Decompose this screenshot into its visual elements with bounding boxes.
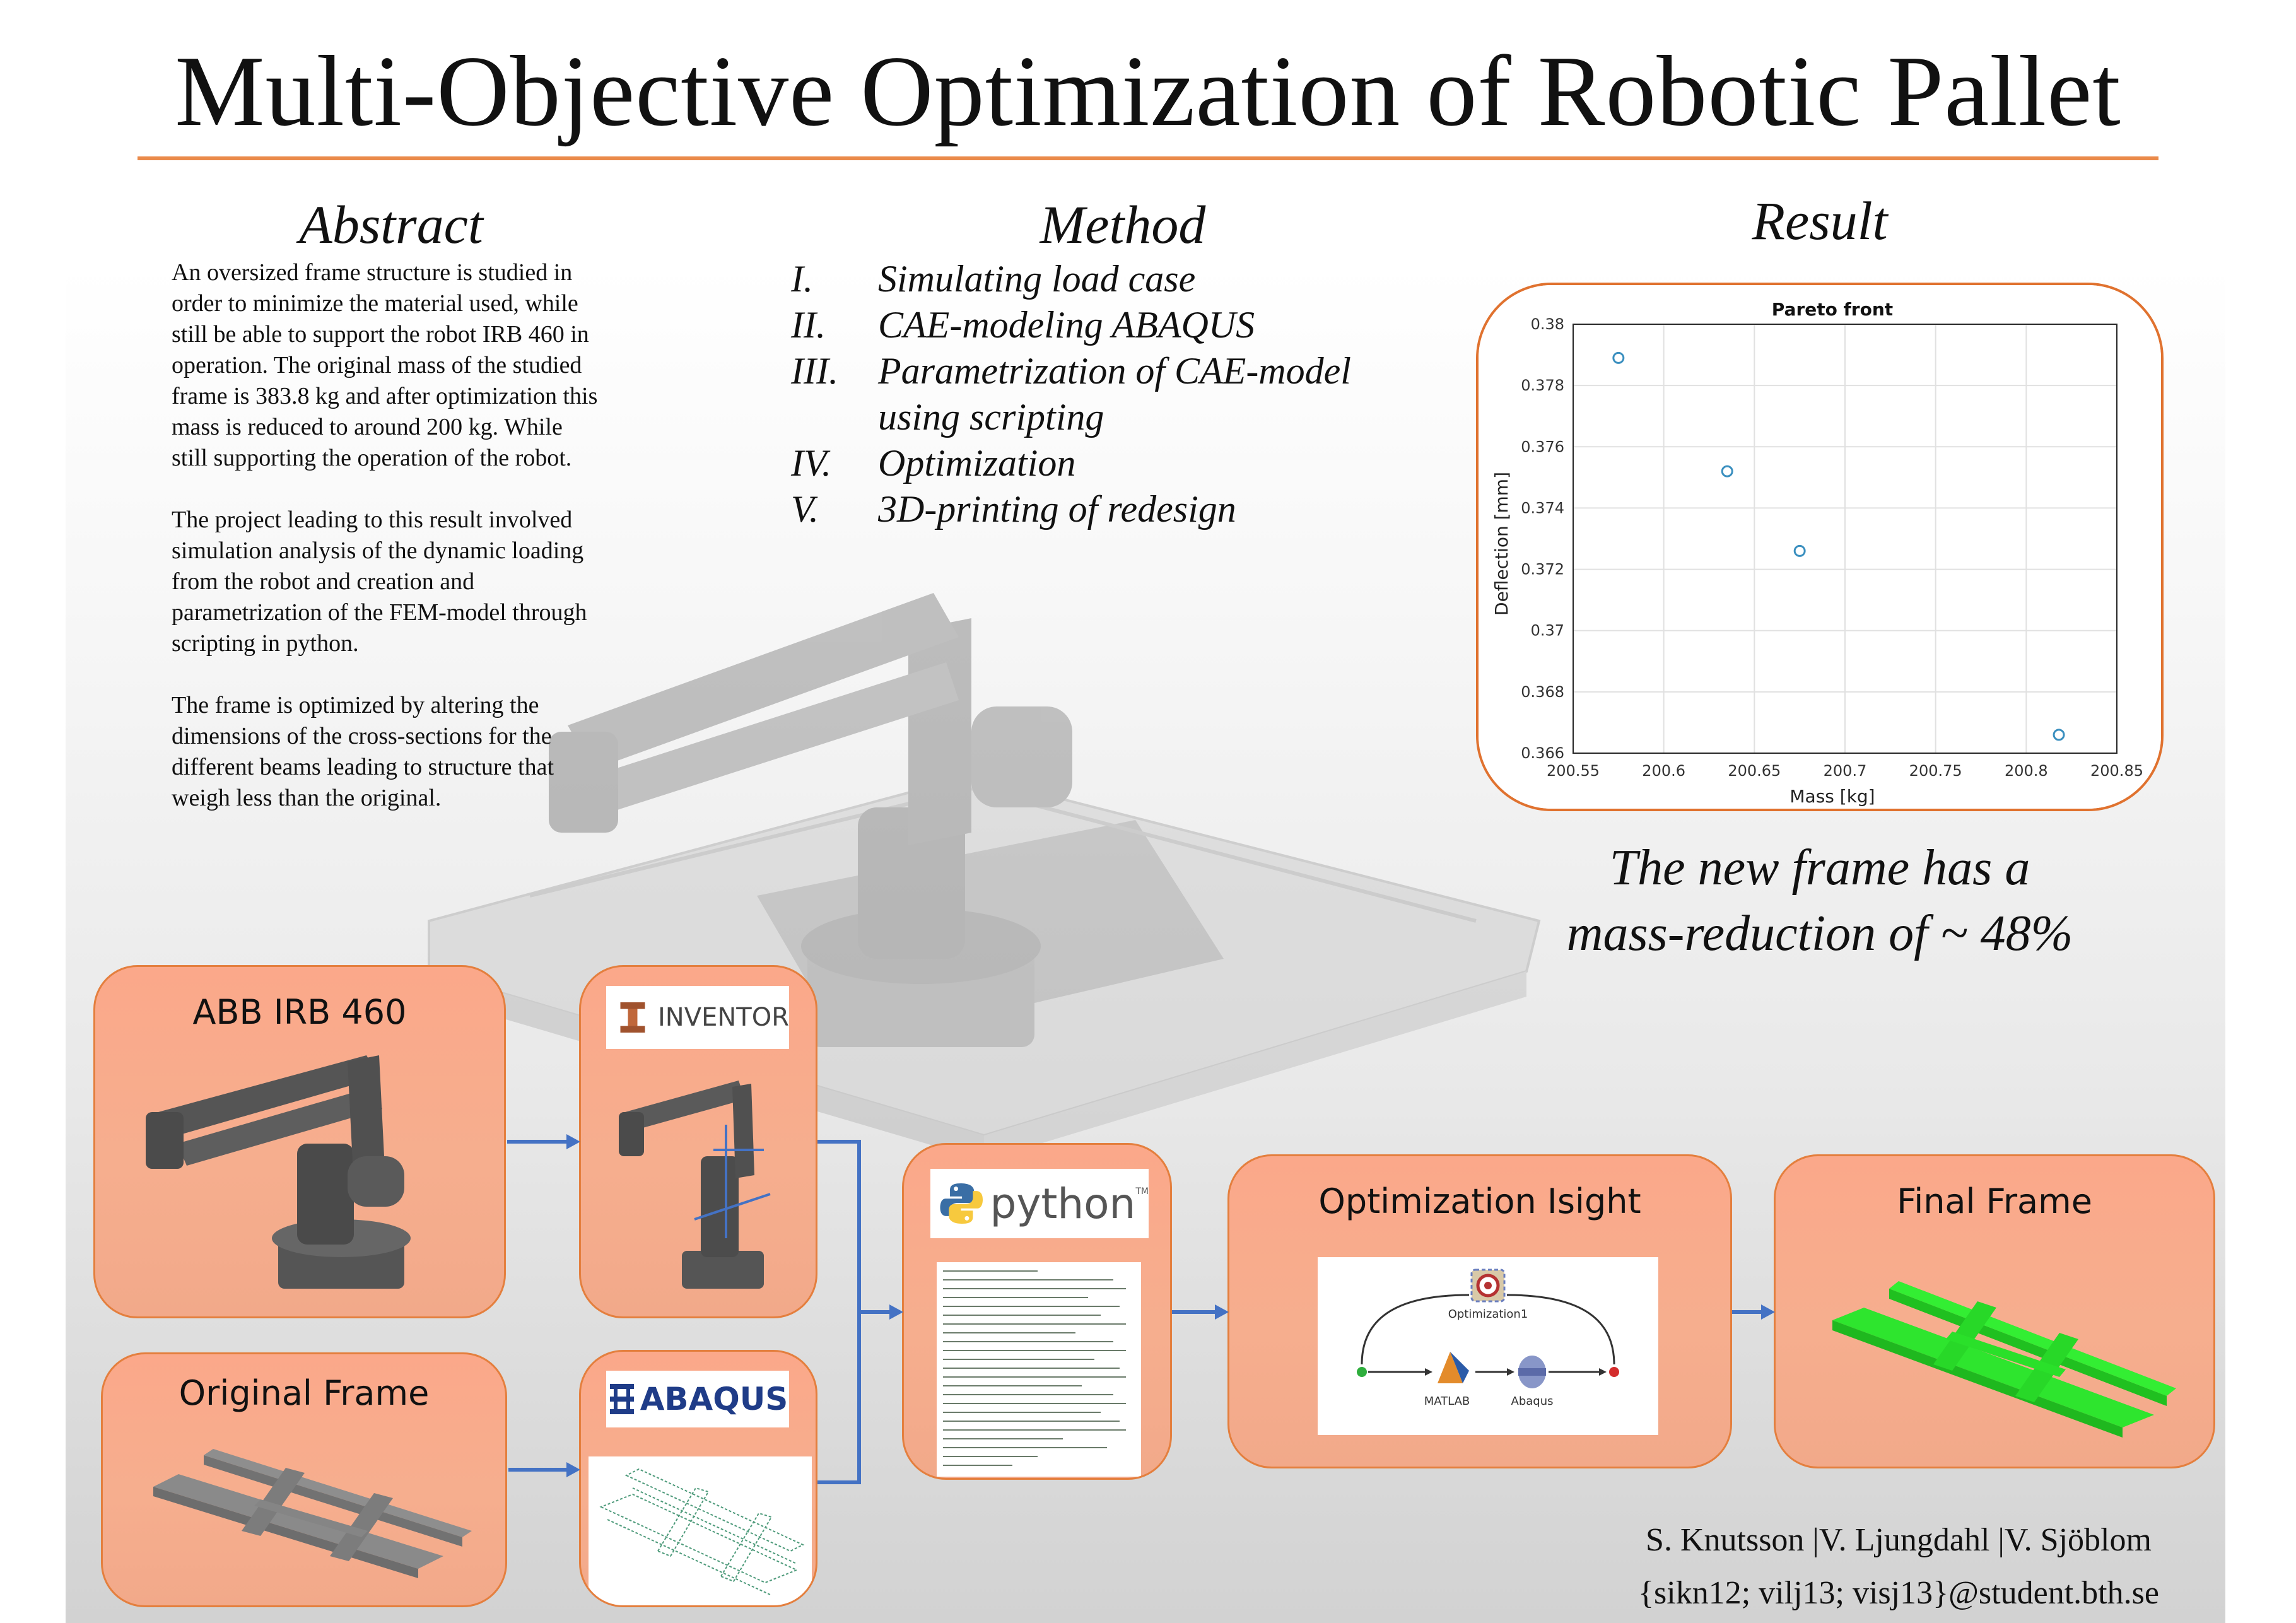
method-step-text: CAE-modeling ABAQUS bbox=[878, 304, 1255, 346]
method-step-number: III. bbox=[791, 350, 838, 392]
x-tick-label: 200.65 bbox=[1728, 762, 1781, 780]
python-icon bbox=[940, 1183, 983, 1224]
method-list: I. Simulating load case II. CAE-modeling A… bbox=[791, 256, 1422, 532]
chart-title: Pareto front bbox=[1772, 299, 1893, 320]
chart-x-label: Mass [kg] bbox=[1789, 786, 1875, 807]
abb-robot-label: ABB IRB 460 bbox=[192, 992, 407, 1032]
result-heading: Result bbox=[1752, 190, 1888, 251]
author-emails: {sikn12; vilj13; visj13}@student.bth.se bbox=[1638, 1575, 2159, 1611]
pareto-point bbox=[1612, 351, 1625, 364]
reduction-line: mass-reduction of ~ 48% bbox=[1566, 906, 2073, 961]
x-tick-label: 200.7 bbox=[1824, 762, 1867, 780]
pareto-point bbox=[2053, 729, 2065, 741]
y-tick-label: 0.378 bbox=[1521, 377, 1564, 394]
isight-label: Optimization Isight bbox=[1318, 1181, 1641, 1221]
isight-matlab-label: MATLAB bbox=[1424, 1395, 1470, 1408]
chart-y-label: Deflection [mm] bbox=[1491, 472, 1512, 616]
y-tick-label: 0.368 bbox=[1521, 683, 1564, 701]
method-step-number: I. bbox=[791, 258, 813, 300]
python-trademark: TM bbox=[1135, 1186, 1149, 1197]
isight-box: Optimization Isight Optimization1 MATLAB… bbox=[1227, 1154, 1732, 1468]
isight-workflow-image: Optimization1 MATLAB Abaqus bbox=[1318, 1257, 1658, 1435]
abaqus-logo: ABAQUS bbox=[606, 1371, 789, 1427]
title-divider bbox=[138, 156, 2158, 160]
mass-reduction-statement: The new frame has a mass-reduction of ~ … bbox=[1470, 835, 2170, 966]
inventor-logo-text: INVENTOR bbox=[658, 1003, 789, 1032]
x-tick-label: 200.75 bbox=[1909, 762, 1962, 780]
method-step-text: 3D-printing of redesign bbox=[878, 488, 1236, 530]
author-names: S. Knutsson |V. Ljungdahl |V. Sjöblom bbox=[1646, 1522, 2152, 1558]
abstract-paragraph: The frame is optimized by altering the d… bbox=[172, 692, 554, 811]
method-step-text: Simulating load case bbox=[878, 258, 1196, 300]
pareto-chart: 200.55 200.6 200.65 200.7 200.75 200.8 200.85 0… bbox=[1479, 285, 2161, 809]
x-tick-label: 200.55 bbox=[1547, 762, 1600, 780]
pareto-point bbox=[1721, 465, 1733, 478]
method-step: IV. Optimization bbox=[791, 440, 1422, 486]
python-logo: python TM bbox=[930, 1169, 1149, 1238]
inventor-icon bbox=[620, 1002, 645, 1033]
plot-area bbox=[1573, 324, 2117, 754]
y-tick-label: 0.376 bbox=[1521, 438, 1564, 455]
original-frame-box: Original Frame bbox=[101, 1352, 507, 1607]
method-step-number: V. bbox=[791, 488, 819, 530]
y-tick-label: 0.374 bbox=[1521, 499, 1564, 517]
x-tick-label: 200.85 bbox=[2090, 762, 2143, 780]
y-tick-label: 0.372 bbox=[1521, 561, 1564, 578]
method-step: III. Parametrization of CAE-model using s… bbox=[791, 348, 1422, 440]
isight-abaqus-label: Abaqus bbox=[1511, 1395, 1554, 1408]
inventor-model-image bbox=[619, 1081, 771, 1289]
abstract-paragraph: The project leading to this result invol… bbox=[172, 507, 587, 657]
inventor-box: INVENTOR bbox=[579, 965, 817, 1318]
abaqus-icon bbox=[609, 1384, 634, 1414]
method-step: II. CAE-modeling ABAQUS bbox=[791, 302, 1422, 348]
final-frame-box: Final Frame bbox=[1774, 1154, 2215, 1468]
x-tick-label: 200.6 bbox=[1642, 762, 1685, 780]
abstract-text: An oversized frame structure is studied … bbox=[172, 257, 600, 814]
y-tick-label: 0.38 bbox=[1531, 315, 1564, 333]
method-step-number: IV. bbox=[791, 442, 831, 484]
chart-background bbox=[1479, 285, 2161, 809]
method-heading: Method bbox=[1040, 194, 1206, 255]
final-frame-label: Final Frame bbox=[1897, 1181, 2092, 1221]
y-tick-label: 0.366 bbox=[1521, 744, 1564, 762]
pareto-chart-frame: 200.55 200.6 200.65 200.7 200.75 200.8 200.85 0… bbox=[1476, 283, 2164, 811]
python-box: python TM bbox=[902, 1143, 1172, 1480]
abb-robot-box: ABB IRB 460 bbox=[93, 965, 506, 1318]
method-step: V. 3D-printing of redesign bbox=[791, 486, 1422, 532]
abaqus-box: ABAQUS bbox=[579, 1350, 817, 1607]
abstract-heading: Abstract bbox=[299, 194, 483, 255]
poster-title: Multi-Objective Optimization of Robotic … bbox=[175, 35, 2121, 147]
python-logo-text: python bbox=[990, 1179, 1136, 1228]
method-step-text: Parametrization of CAE-model using scrip… bbox=[878, 350, 1351, 438]
method-step-number: II. bbox=[791, 304, 826, 346]
method-step-text: Optimization bbox=[878, 442, 1076, 484]
y-tick-label: 0.37 bbox=[1531, 622, 1564, 640]
isight-node-label: Optimization1 bbox=[1448, 1308, 1528, 1321]
author-block: S. Knutsson |V. Ljungdahl |V. Sjöblom {s… bbox=[1552, 1514, 2246, 1620]
original-frame-label: Original Frame bbox=[179, 1373, 430, 1413]
abstract-paragraph: An oversized frame structure is studied … bbox=[172, 259, 598, 471]
x-tick-label: 200.8 bbox=[2005, 762, 2048, 780]
method-step: I. Simulating load case bbox=[791, 256, 1422, 302]
final-frame-image bbox=[1832, 1281, 2176, 1438]
abaqus-logo-text: ABAQUS bbox=[640, 1381, 788, 1417]
original-frame-image bbox=[153, 1449, 472, 1578]
python-script-image bbox=[937, 1262, 1141, 1477]
reduction-line: The new frame has a bbox=[1609, 840, 2030, 896]
abaqus-mesh-image bbox=[589, 1456, 812, 1605]
pareto-point bbox=[1793, 544, 1806, 557]
inventor-logo: INVENTOR bbox=[606, 986, 789, 1049]
robot-arm-image bbox=[146, 1055, 411, 1289]
